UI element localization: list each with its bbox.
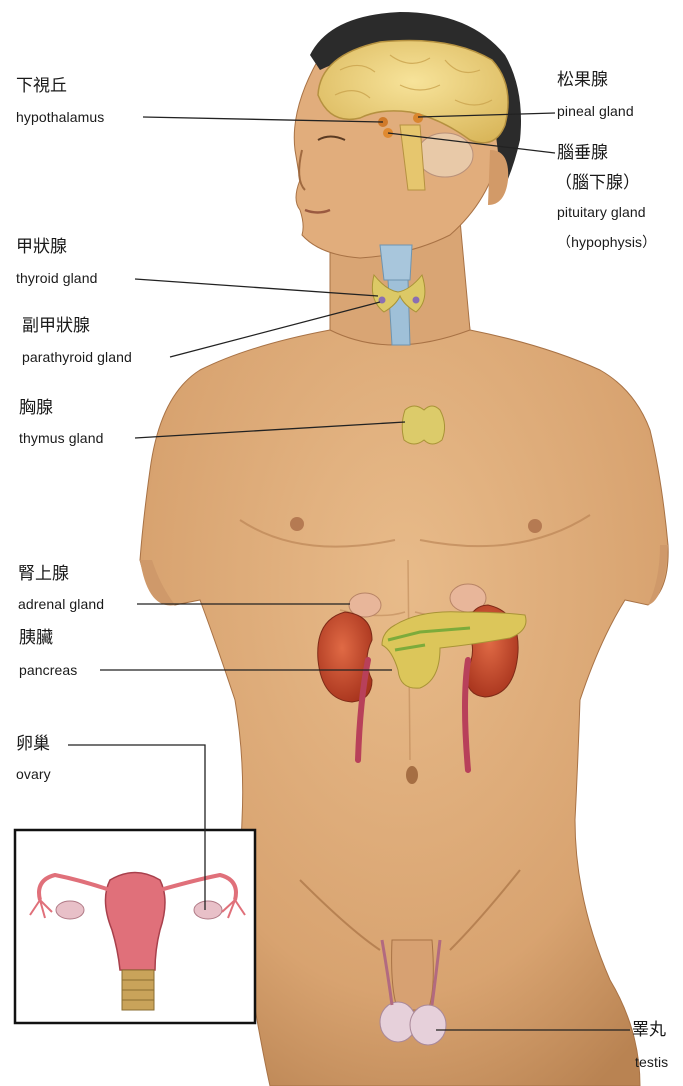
label-thymus-zh: 胸腺 bbox=[19, 400, 53, 417]
pineal-mark bbox=[413, 113, 423, 123]
right-ureter bbox=[465, 660, 468, 770]
label-pancreas-en: pancreas bbox=[19, 663, 77, 677]
left-nipple bbox=[290, 517, 304, 531]
label-testis-zh: 睪丸 bbox=[632, 1022, 666, 1039]
label-pineal-en: pineal gland bbox=[557, 104, 634, 118]
larynx bbox=[380, 245, 412, 280]
label-testis-en: testis bbox=[635, 1055, 668, 1069]
label-adrenal-en: adrenal gland bbox=[18, 597, 104, 611]
label-pituitary-zh: 腦垂腺 bbox=[557, 145, 608, 162]
label-hypothalamus-zh: 下視丘 bbox=[16, 78, 67, 95]
label-thyroid-en: thyroid gland bbox=[16, 271, 97, 285]
label-parathyroid-en: parathyroid gland bbox=[22, 350, 132, 364]
parathyroid-2 bbox=[413, 297, 420, 304]
label-pituitary-en: pituitary gland bbox=[557, 205, 646, 219]
label-pituitary-en-alt: （hypophysis） bbox=[557, 235, 656, 249]
ovary-inset bbox=[15, 830, 255, 1023]
label-pituitary-zh-alt: （腦下腺） bbox=[555, 175, 640, 192]
navel bbox=[406, 766, 418, 784]
right-ovary bbox=[194, 901, 222, 919]
label-pancreas-zh: 胰臟 bbox=[19, 630, 53, 647]
penis bbox=[392, 940, 434, 1010]
label-ovary-en: ovary bbox=[16, 767, 51, 781]
left-ovary bbox=[56, 901, 84, 919]
label-parathyroid-zh: 副甲狀腺 bbox=[22, 318, 90, 335]
label-hypothalamus-en: hypothalamus bbox=[16, 110, 104, 124]
label-ovary-zh: 卵巢 bbox=[16, 736, 50, 753]
right-testis bbox=[410, 1005, 446, 1045]
thymus bbox=[402, 406, 444, 444]
right-nipple bbox=[528, 519, 542, 533]
label-pineal-zh: 松果腺 bbox=[557, 72, 608, 89]
label-thyroid-zh: 甲狀腺 bbox=[16, 239, 67, 256]
label-thymus-en: thymus gland bbox=[19, 431, 103, 445]
label-adrenal-zh: 腎上腺 bbox=[18, 566, 69, 583]
